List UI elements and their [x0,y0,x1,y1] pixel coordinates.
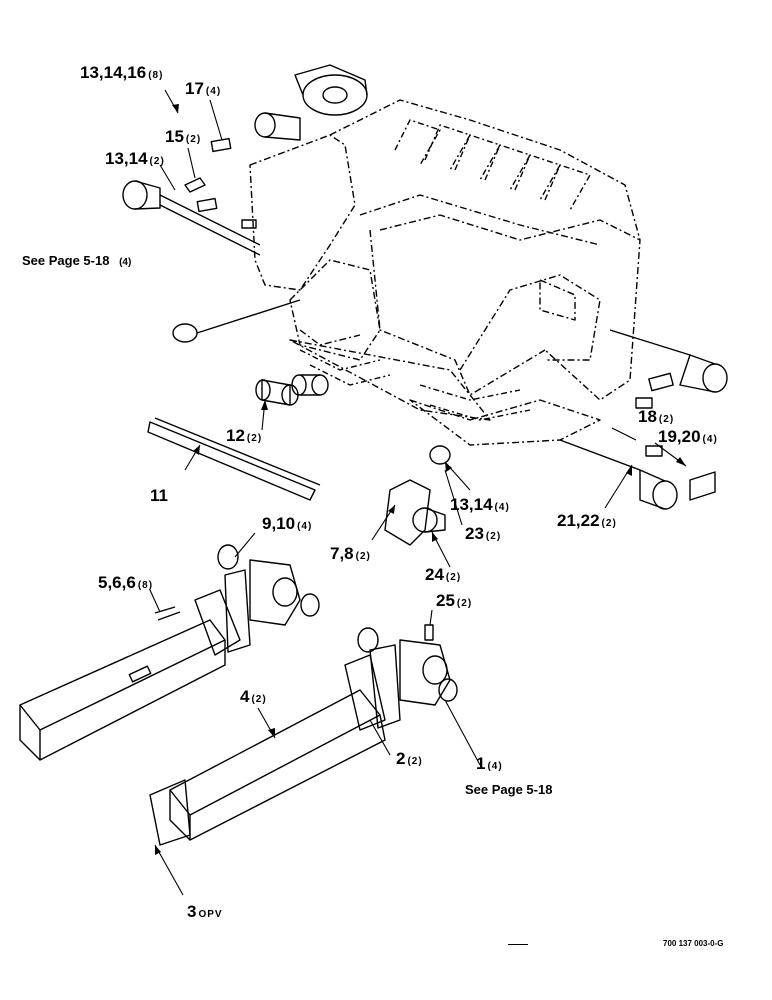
callout-quantity: (2) [445,572,462,583]
callout-1: 1(4) [476,755,503,773]
callout-12: 12(2) [226,427,262,445]
callout-quantity: (4) [487,761,503,772]
callout-quantity: (2) [251,694,267,705]
callout-number: 21,22 [557,511,600,530]
callout-number: 24 [425,565,444,584]
callout-19-20: 19,20(4) [658,428,718,446]
callout-number: 18 [638,407,657,426]
callout-quantity: (2) [185,134,202,145]
figure-code: 700 137 003-0-G [663,939,724,948]
page-reference-bottom: See Page 5-18 [465,782,552,797]
divider-mark [508,944,528,945]
callout-number: 13,14 [450,495,493,514]
callout-quantity: (2) [355,551,371,562]
callout-number: 5,6,6 [98,573,136,592]
leader-lines [149,89,687,896]
callout-quantity: (2) [149,156,165,167]
page-reference-text: See Page 5-18 [22,253,110,268]
callout-13-14-left: 13,14(2) [105,150,165,168]
upper-arm [19,544,320,761]
page-reference-text: See Page 5-18 [465,782,553,797]
callout-18: 18(2) [638,408,674,426]
center-parts [172,299,451,546]
callout-number: 7,8 [330,544,354,563]
callout-number: 19,20 [658,427,701,446]
callout-quantity: (2) [456,598,473,609]
callout-21-22: 21,22(2) [557,512,617,530]
callout-quantity: OPV [198,909,223,920]
callout-24: 24(2) [425,566,461,584]
callout-quantity: (8) [148,70,164,81]
callout-13-14-16: 13,14,16(8) [80,64,163,82]
page-reference-top: See Page 5-18 (4) [22,253,131,268]
leader-arrowheads [155,104,686,855]
callout-2: 2(2) [396,750,423,768]
callout-4: 4(2) [240,688,267,706]
callout-quantity: (2) [246,433,263,444]
callout-quantity: (2) [658,414,675,425]
callout-number: 11 [150,486,168,505]
main-housing [249,99,641,446]
callout-17: 17(4) [185,80,221,98]
callout-quantity: (2) [407,756,423,767]
callout-number: 13,14 [105,149,148,168]
callout-quantity: (8) [137,580,154,591]
callout-quantity: (2) [601,518,617,529]
right-shaft-assembly [559,329,728,510]
housing-ribs [299,119,591,421]
callout-number: 23 [465,524,484,543]
callout-quantity: (4) [297,521,313,532]
callout-quantity: (4) [205,86,222,97]
callout-13-14-right: 13,14(4) [450,496,510,514]
callout-quantity: (4) [702,434,718,445]
callout-number: 12 [226,426,245,445]
callout-25: 25(2) [436,592,472,610]
callout-11: 11 [150,487,170,505]
callout-15: 15(2) [165,128,201,146]
callout-number: 3 [187,902,197,921]
callout-quantity: (4) [494,502,510,513]
long-bar [147,417,321,501]
lower-arm [149,624,458,846]
top-shaft-assembly [122,64,368,256]
callout-5-6-6: 5,6,6(8) [98,574,153,592]
callout-number: 2 [396,749,406,768]
callout-number: 9,10 [262,514,296,533]
callout-9-10: 9,10(4) [262,515,312,533]
callout-number: 1 [476,754,486,773]
callout-23: 23(2) [465,525,501,543]
callout-number: 4 [240,687,250,706]
callout-number: 17 [185,79,204,98]
callout-number: 25 [436,591,455,610]
callout-quantity: (2) [485,531,502,542]
callout-number: 15 [165,127,184,146]
page-reference-quantity: (4) [119,257,132,268]
callout-number: 13,14,16 [80,63,147,82]
callout-7-8: 7,8(2) [330,545,371,563]
